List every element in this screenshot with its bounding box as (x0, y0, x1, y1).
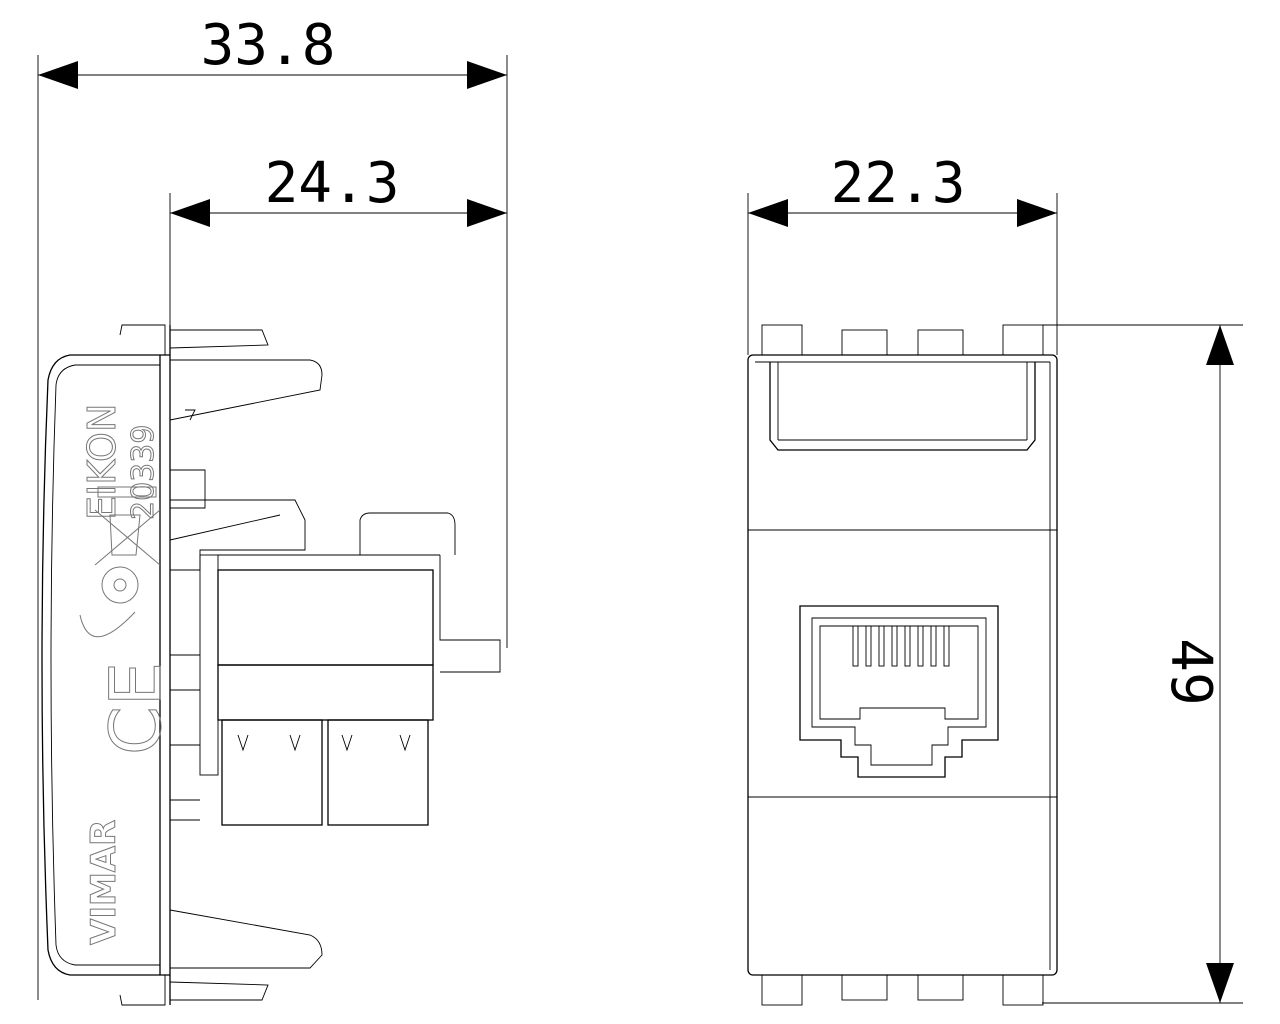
brand-marking: VIMAR (84, 820, 124, 945)
dimension-label-body-depth: 24.3 (265, 151, 400, 216)
arrow-head-icon (1206, 325, 1234, 365)
dimension-height: 49 (1042, 324, 1243, 1004)
side-view: EIKON 20339 CE VIMAR (41, 324, 501, 1006)
series-marking: EIKON (80, 404, 124, 520)
arrow-head-icon (38, 61, 78, 89)
dimension-label-overall-depth: 33.8 (201, 13, 336, 78)
arrow-head-icon (467, 199, 507, 227)
rj45-contacts (852, 625, 950, 667)
dimension-overall-depth: 33.8 (37, 13, 508, 1000)
dimension-body-depth: 24.3 (169, 151, 507, 330)
code-marking: 20339 (126, 425, 161, 520)
ce-marking: CE (95, 662, 177, 755)
dimension-label-width: 22.3 (831, 151, 966, 216)
rj45-port-icon (799, 605, 999, 778)
front-view (747, 324, 1058, 1006)
arrow-head-icon (170, 199, 210, 227)
imq-mark-icon (79, 566, 139, 638)
arrow-head-icon (748, 199, 788, 227)
marking-bar (97, 486, 157, 498)
arrow-head-icon (1206, 963, 1234, 1003)
dimension-width: 22.3 (747, 151, 1058, 355)
arrow-head-icon (467, 61, 507, 89)
weee-bin-crossed-icon (94, 509, 161, 566)
dimension-label-height: 49 (1158, 638, 1223, 705)
product-markings: EIKON 20339 CE VIMAR (79, 403, 178, 945)
arrow-head-icon (1017, 199, 1057, 227)
